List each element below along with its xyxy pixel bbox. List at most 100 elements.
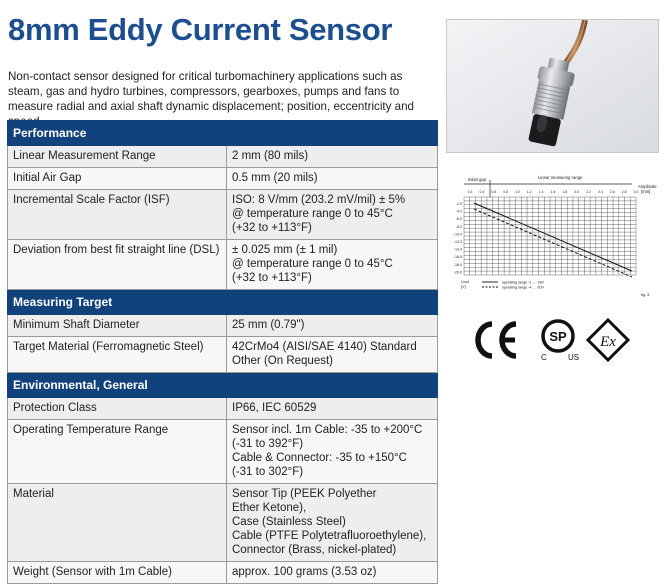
- x-tick-label: 2.0: [574, 190, 579, 194]
- x-tick-label: 2.4: [598, 190, 603, 194]
- x-tick-label: 0.2: [468, 190, 473, 194]
- spec-value-line: (+32 to +113°F): [232, 272, 312, 284]
- amplitude-unit: [mm]: [641, 189, 650, 194]
- x-tick-label: 2.2: [586, 190, 591, 194]
- x-tick-label: 1.0: [515, 190, 520, 194]
- spec-value-line: @ temperature range 0 to 45°C: [232, 208, 393, 220]
- spec-value: ISO: 8 V/mm (203.2 mV/mil) ± 5% @ tempera…: [226, 189, 438, 240]
- spec-value: 2 mm (80 mils): [226, 145, 438, 168]
- spec-value-line: ISO: 8 V/mm (203.2 mV/mil) ± 5%: [232, 194, 406, 206]
- y-tick-label: -20.0: [454, 270, 462, 274]
- spec-label: Initial Air Gap: [7, 167, 227, 190]
- table-row: Minimum Shaft Diameter 25 mm (0.79"): [7, 314, 438, 337]
- ce-mark-icon: [475, 321, 517, 359]
- spec-value-line: Ether Ketone),: [232, 502, 307, 514]
- section-heading: Performance: [7, 120, 438, 146]
- amplitude-label: Amplitude: [638, 184, 657, 189]
- spec-value: approx. 100 grams (3.53 oz): [226, 561, 438, 584]
- spec-value-line: (-31 to 302°F): [232, 466, 304, 478]
- spec-value-line: IP66, IEC 60529: [232, 402, 317, 414]
- spec-label: Protection Class: [7, 397, 227, 420]
- spec-value: 0.5 mm (20 mils): [226, 167, 438, 190]
- spec-value: IP66, IEC 60529: [226, 397, 438, 420]
- x-tick-label: 1.8: [562, 190, 567, 194]
- ex-mark-icon: Ex: [585, 317, 631, 363]
- spec-label: Material: [7, 483, 227, 562]
- csa-c-label: C: [541, 353, 547, 362]
- spec-value: 25 mm (0.79"): [226, 314, 438, 337]
- certification-marks: SP C US Ex: [470, 316, 645, 366]
- y-tick-label: -6.0: [456, 217, 462, 221]
- x-tick-label: 3.0: [634, 190, 639, 194]
- csa-us-label: US: [568, 353, 579, 362]
- spec-label: Deviation from best fit straight line (D…: [7, 239, 227, 290]
- y-axis-label: Uout: [461, 280, 470, 284]
- section-heading: Measuring Target: [7, 289, 438, 315]
- table-row: Deviation from best fit straight line (D…: [7, 239, 438, 290]
- spec-value-line: 25 mm (0.79"): [232, 319, 305, 331]
- csa-mark-icon: SP C US: [541, 319, 579, 362]
- spec-label: Minimum Shaft Diameter: [7, 314, 227, 337]
- spec-label: Incremental Scale Factor (ISF): [7, 189, 227, 240]
- spec-value-line: 0.5 mm (20 mils): [232, 172, 318, 184]
- x-tick-label: 0.4: [479, 190, 484, 194]
- spec-label: Linear Measurement Range: [7, 145, 227, 168]
- characteristic-solid-line: [473, 202, 633, 272]
- spec-value-line: Other (On Request): [232, 355, 333, 367]
- figure-number: fig. 3: [641, 293, 649, 297]
- spec-value-line: 2 mm (80 mils): [232, 150, 309, 162]
- spec-value-line: Cable (PTFE Polytetrafluoroethylene),: [232, 530, 427, 542]
- table-row: Target Material (Ferromagnetic Steel)42C…: [7, 336, 438, 373]
- svg-text:Ex: Ex: [599, 334, 616, 350]
- y-tick-label: -10.0: [454, 232, 462, 236]
- spec-label: Weight (Sensor with 1m Cable): [7, 561, 227, 584]
- x-tick-label: 1.2: [527, 190, 532, 194]
- table-row: Incremental Scale Factor (ISF)ISO: 8 V/m…: [7, 189, 438, 240]
- spec-value-line: Sensor Tip (PEEK Polyether: [232, 488, 377, 500]
- spec-value: ± 0.025 mm (± 1 mil)@ temperature range …: [226, 239, 438, 290]
- spec-value-line: @ temperature range 0 to 45°C: [232, 258, 393, 270]
- svg-text:SP: SP: [549, 329, 567, 344]
- table-row: Initial Air Gap 0.5 mm (20 mils): [7, 167, 438, 190]
- y-tick-label: -14.0: [454, 248, 462, 252]
- section-heading: Environmental, General: [7, 372, 438, 398]
- spec-value-line: Connector (Brass, nickel-plated): [232, 544, 397, 556]
- spec-value-line: Sensor incl. 1m Cable: -35 to +200°C: [232, 424, 423, 436]
- x-tick-label: 0.6: [491, 190, 496, 194]
- table-row: Linear Measurement Range 2 mm (80 mils): [7, 145, 438, 168]
- y-tick-label: -18.0: [454, 263, 462, 267]
- spec-value-line: (+32 to +113°F): [232, 222, 312, 234]
- linear-range-label: Linear measuring range: [538, 175, 583, 180]
- x-tick-label: 0.8: [503, 190, 508, 194]
- page-title: 8mm Eddy Current Sensor: [8, 12, 393, 47]
- x-tick-label: 1.6: [551, 190, 556, 194]
- y-axis-unit: [V]: [461, 285, 466, 289]
- spec-value-line: (-31 to 392°F): [232, 438, 304, 450]
- sensor-image: [447, 20, 658, 152]
- spec-label: Target Material (Ferromagnetic Steel): [7, 336, 227, 373]
- spec-value-line: Case (Stainless Steel): [232, 516, 346, 528]
- table-row: Protection Class IP66, IEC 60529: [7, 397, 438, 420]
- legend-solid-label: operating range -2 ... -18V: [502, 281, 545, 285]
- y-tick-label: -4.0: [456, 210, 462, 214]
- characteristic-dashed-line: [473, 208, 633, 278]
- y-tick-label: -8.0: [456, 225, 462, 229]
- spec-value-line: approx. 100 grams (3.53 oz): [232, 566, 377, 578]
- y-tick-label: -16.0: [454, 255, 462, 259]
- y-tick-label: -2.0: [456, 202, 462, 206]
- y-tick-label: -12.0: [454, 240, 462, 244]
- x-tick-label: 2.6: [610, 190, 615, 194]
- product-photo: [446, 19, 659, 153]
- table-row: Weight (Sensor with 1m Cable) approx. 100…: [7, 561, 438, 584]
- spec-value-line: 42CrMo4 (AISI/SAE 4140) Standard: [232, 341, 417, 353]
- spec-label: Operating Temperature Range: [7, 419, 227, 484]
- spec-value: Sensor incl. 1m Cable: -35 to +200°C (-31…: [226, 419, 438, 484]
- x-tick-label: 1.4: [539, 190, 544, 194]
